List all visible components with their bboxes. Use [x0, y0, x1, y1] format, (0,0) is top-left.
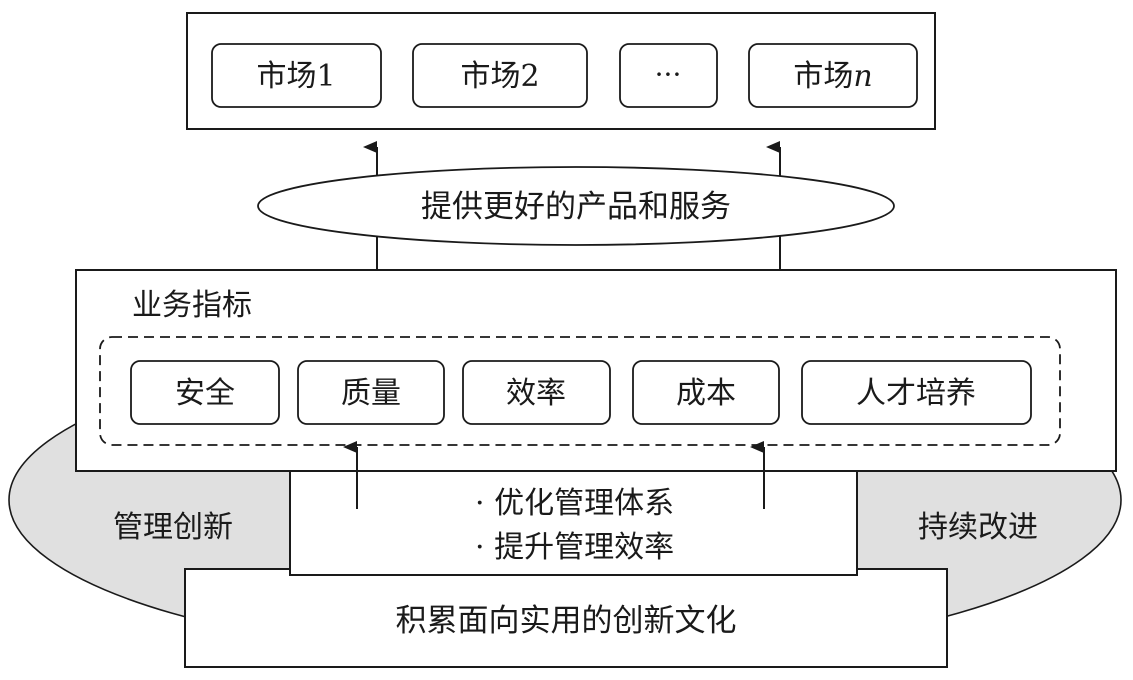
culture-box	[184, 568, 948, 668]
market-item-ellipsis: ···	[619, 43, 718, 108]
market-label-n-suffix: n	[853, 59, 872, 94]
metric-item-efficiency: 效率	[462, 360, 611, 425]
metric-item-talent: 人才培养	[801, 360, 1032, 425]
management-line-1: · 优化管理体系	[475, 486, 674, 521]
ring-label-left: 管理创新	[113, 510, 233, 545]
management-line-2: · 提升管理效率	[475, 530, 674, 565]
metric-item-quality: 质量	[297, 360, 445, 425]
culture-label: 积累面向实用的创新文化	[396, 603, 737, 639]
market-item-n: 市场n	[748, 43, 918, 108]
market-label-1: 市场1	[256, 59, 335, 94]
metric-label-efficiency: 效率	[506, 376, 566, 411]
metrics-dashed-group	[99, 336, 1061, 446]
market-label-ellipsis: ···	[655, 58, 682, 91]
market-label-2: 市场2	[460, 59, 539, 94]
metric-label-safety: 安全	[175, 376, 235, 411]
metric-label-talent: 人才培养	[856, 376, 976, 411]
market-item-2: 市场2	[412, 43, 588, 108]
metric-item-cost: 成本	[632, 360, 780, 425]
metrics-title: 业务指标	[132, 288, 252, 323]
metric-label-quality: 质量	[341, 376, 401, 411]
goal-label: 提供更好的产品和服务	[421, 189, 731, 225]
goal-ellipse	[257, 166, 895, 246]
market-label-n: 市场n	[793, 59, 872, 94]
ring-label-right: 持续改进	[918, 510, 1038, 545]
metric-label-cost: 成本	[676, 376, 736, 411]
market-label-n-prefix: 市场	[793, 59, 853, 94]
metric-item-safety: 安全	[130, 360, 280, 425]
market-item-1: 市场1	[211, 43, 382, 108]
